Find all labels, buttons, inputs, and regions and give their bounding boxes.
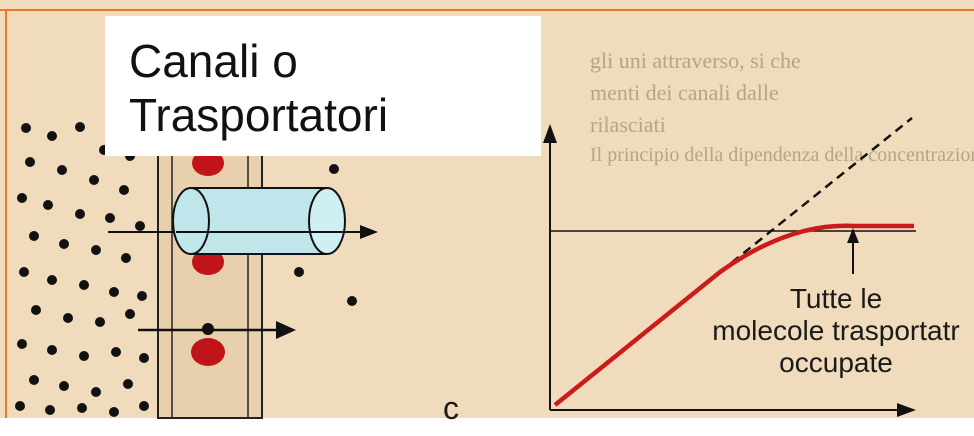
background-text-line: menti dei canali dalle <box>590 80 779 106</box>
channel-cylinder <box>173 188 360 254</box>
background-text-line: rilasciati <box>590 112 666 138</box>
label-line-1: Canali o <box>129 34 541 88</box>
background-text-line: gli uni attraverso, si che <box>590 48 801 74</box>
carrier-protein <box>191 338 225 366</box>
annotation-line-2: molecole trasportatr <box>696 315 974 347</box>
channels-carriers-label: Canali o Trasportatori <box>105 16 541 156</box>
page-margin-white <box>0 418 974 436</box>
annotation-line-3: occupate <box>696 347 974 379</box>
label-line-2: Trasportatori <box>129 88 541 142</box>
x-axis-label: c <box>443 392 459 424</box>
saturation-annotation: Tutte le molecole trasportatr occupate <box>696 283 974 379</box>
background-text-line: Il principio della dipendenza della conc… <box>590 144 974 167</box>
annotation-line-1: Tutte le <box>696 283 974 315</box>
